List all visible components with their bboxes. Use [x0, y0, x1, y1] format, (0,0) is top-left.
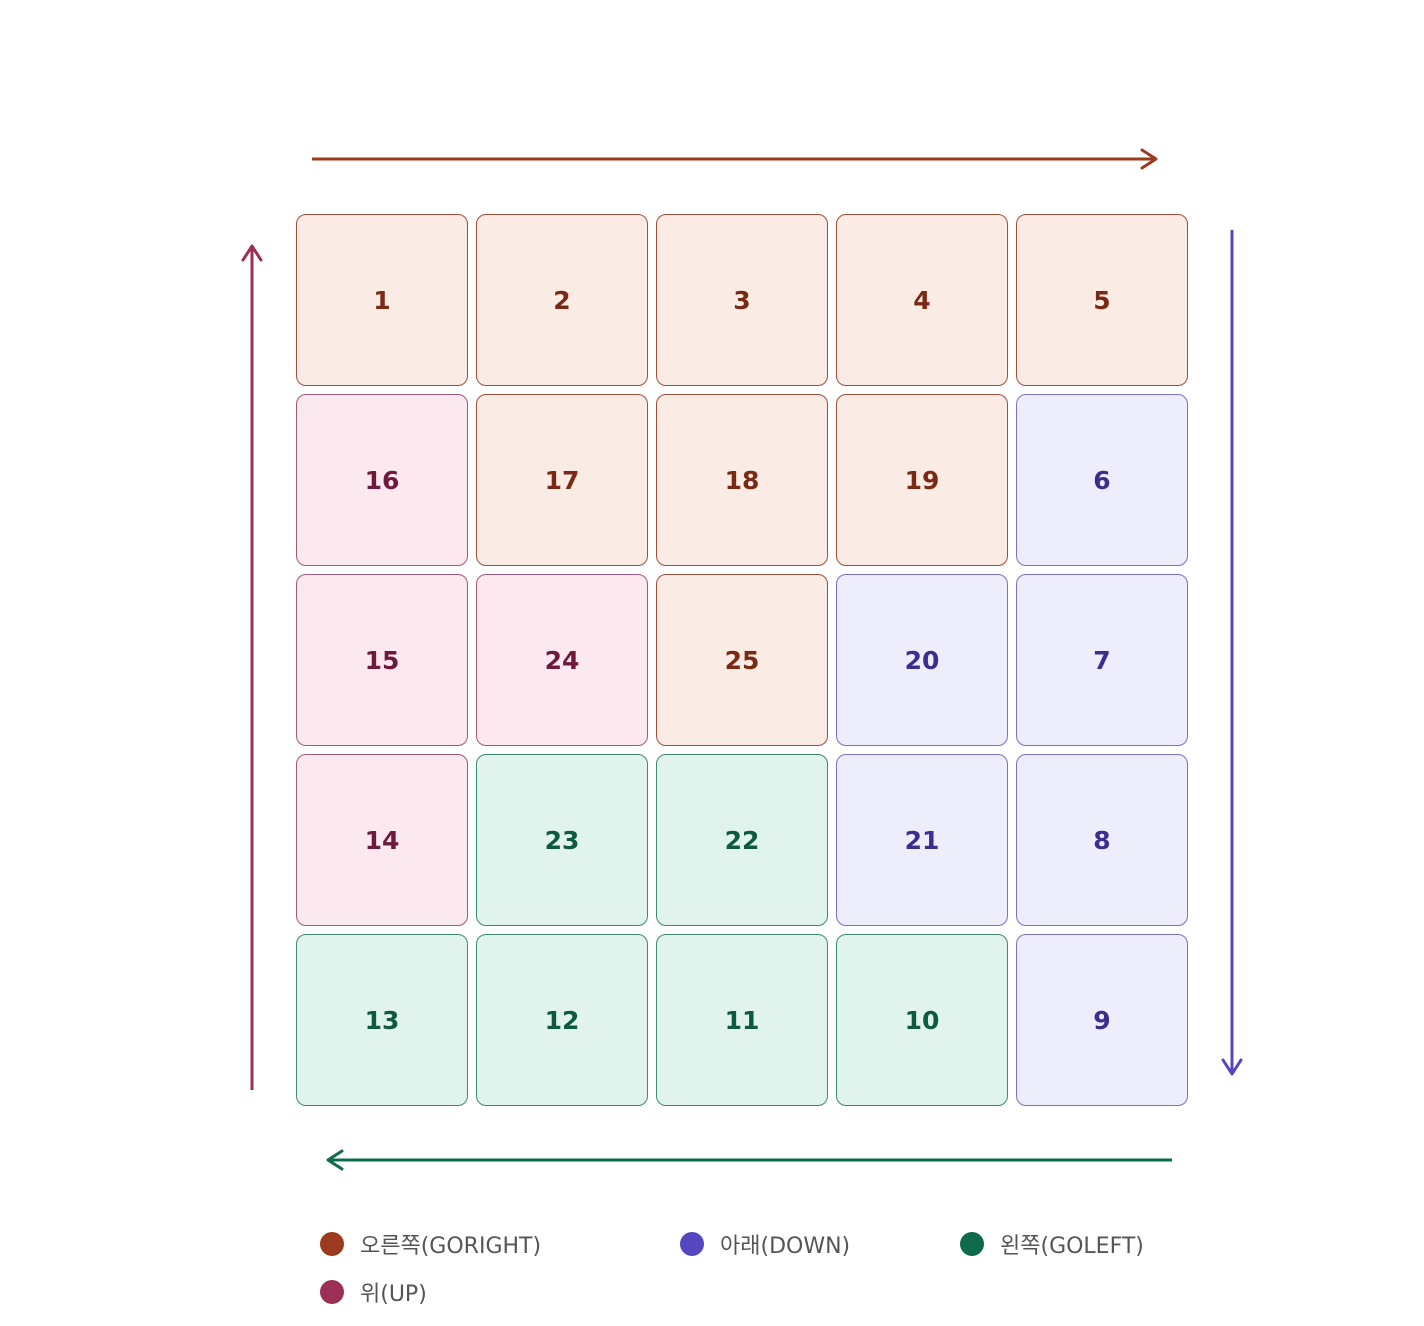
grid-cell-23: 23 — [476, 754, 648, 926]
arrow-right — [312, 148, 1158, 170]
grid-cell-2: 2 — [476, 214, 648, 386]
legend-item-down: 아래(DOWN) — [680, 1228, 850, 1260]
arrow-down — [1221, 230, 1243, 1076]
legend-item-up: 위(UP) — [320, 1276, 427, 1308]
grid-cell-12: 12 — [476, 934, 648, 1106]
grid-cell-4: 4 — [836, 214, 1008, 386]
grid-cell-24: 24 — [476, 574, 648, 746]
grid-cell-15: 15 — [296, 574, 468, 746]
grid-cell-11: 11 — [656, 934, 828, 1106]
legend: 오른쪽(GORIGHT) 아래(DOWN) 왼쪽(GOLEFT) 위(UP) — [320, 1228, 1200, 1318]
grid-cell-21: 21 — [836, 754, 1008, 926]
grid-cell-17: 17 — [476, 394, 648, 566]
grid-cell-3: 3 — [656, 214, 828, 386]
grid-cell-8: 8 — [1016, 754, 1188, 926]
legend-item-right: 오른쪽(GORIGHT) — [320, 1228, 541, 1260]
legend-item-left: 왼쪽(GOLEFT) — [960, 1228, 1144, 1260]
grid-cell-7: 7 — [1016, 574, 1188, 746]
legend-label-down: 아래(DOWN) — [720, 1234, 851, 1259]
grid-cell-13: 13 — [296, 934, 468, 1106]
arrow-left — [326, 1149, 1172, 1171]
grid-cell-14: 14 — [296, 754, 468, 926]
legend-dot-up — [320, 1280, 344, 1304]
grid-cell-20: 20 — [836, 574, 1008, 746]
legend-dot-right — [320, 1232, 344, 1256]
arrow-up — [241, 244, 263, 1090]
grid-cell-10: 10 — [836, 934, 1008, 1106]
grid-cell-18: 18 — [656, 394, 828, 566]
legend-label-left: 왼쪽(GOLEFT) — [1000, 1234, 1144, 1259]
legend-label-up: 위(UP) — [360, 1282, 427, 1307]
legend-dot-down — [680, 1232, 704, 1256]
legend-label-right: 오른쪽(GORIGHT) — [360, 1234, 542, 1259]
grid-cell-22: 22 — [656, 754, 828, 926]
grid-cell-1: 1 — [296, 214, 468, 386]
grid-cell-5: 5 — [1016, 214, 1188, 386]
grid-cell-25: 25 — [656, 574, 828, 746]
grid-cell-9: 9 — [1016, 934, 1188, 1106]
legend-dot-left — [960, 1232, 984, 1256]
grid-cell-6: 6 — [1016, 394, 1188, 566]
grid-cell-16: 16 — [296, 394, 468, 566]
grid-cell-19: 19 — [836, 394, 1008, 566]
